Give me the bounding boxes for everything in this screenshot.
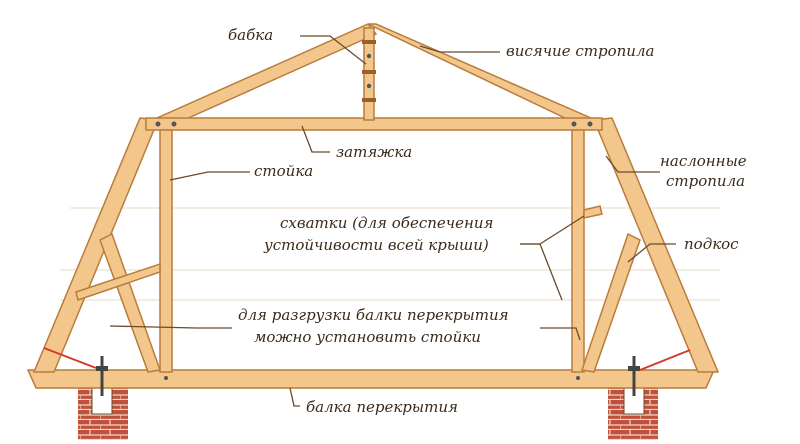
label-braces-1: схватки (для обеспечения [280,214,493,232]
label-tie: затяжка [336,143,412,161]
right-brace [583,205,603,219]
right-hanging-rafter [367,23,602,129]
right-post [571,129,585,373]
right-anchor [628,356,640,396]
label-strut: подкос [684,235,739,253]
label-hanging-rafters: висячие стропила [506,42,654,60]
joint-bolts [155,121,593,380]
left-strut [99,232,162,373]
right-strut [581,232,641,373]
floor-beam [26,369,716,389]
right-brick-wall [608,382,658,440]
labels: бабка висячие стропила затяжка стойка на… [228,26,747,416]
label-unload-1: для разгрузки балки перекрытия [238,306,509,324]
left-brace [75,262,161,301]
label-post: стойка [254,162,313,180]
label-layered-rafters-1: наслонные [660,152,747,170]
leader-lines [109,35,676,407]
red-marks [43,347,691,371]
left-anchor [96,356,108,396]
king-post-hardware [362,40,376,102]
left-post [159,129,173,373]
label-floor-beam: балка перекрытия [306,398,458,416]
right-layered-rafter [592,117,720,373]
label-layered-rafters-2: стропила [666,172,745,190]
label-babka: бабка [228,26,273,44]
label-braces-2: устойчивости всей крыши) [263,236,489,254]
roof-frame [26,23,720,389]
label-unload-2: можно установить стойки [254,328,481,346]
